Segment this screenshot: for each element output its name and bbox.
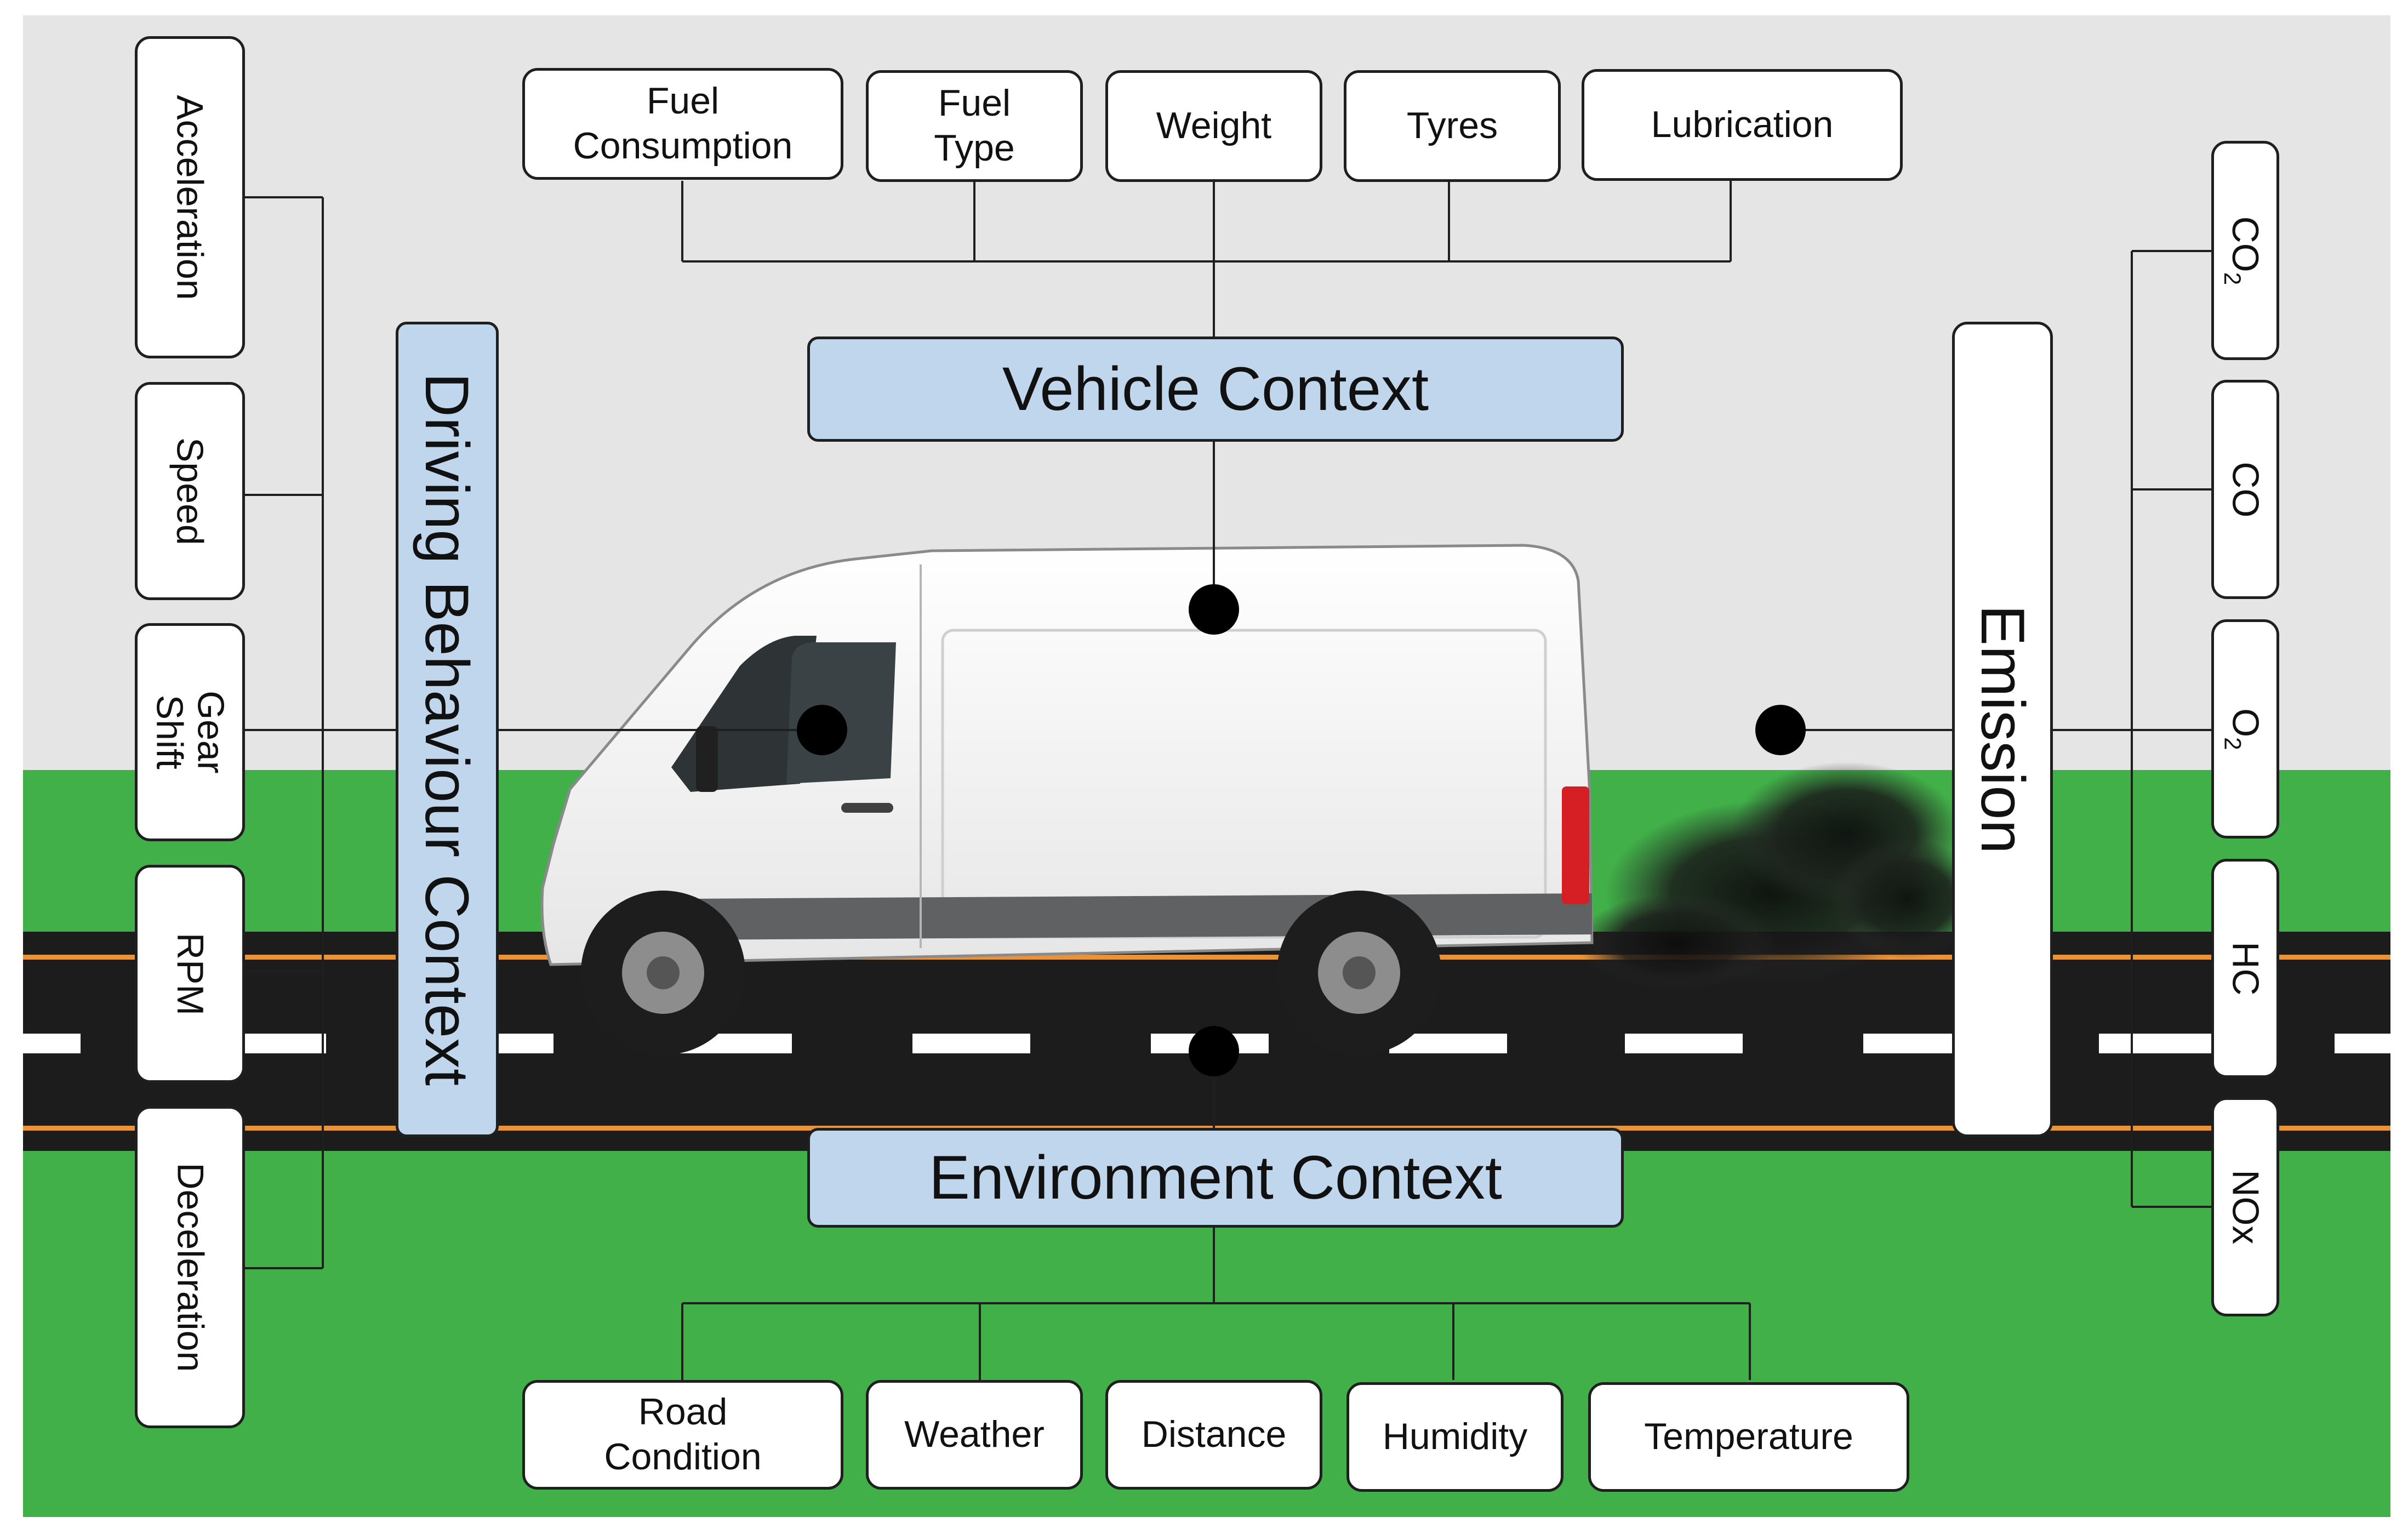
gas-co2: CO2 — [2211, 141, 2279, 360]
vehicle-context-box: Vehicle Context — [807, 337, 1624, 442]
factor-lubrication: Lubrication — [1582, 69, 1903, 181]
factor-label: Weather — [904, 1413, 1045, 1456]
gas-nox: NOx — [2211, 1097, 2279, 1316]
factor-rpm: RPM — [135, 865, 245, 1083]
gas-o2: O2 — [2211, 619, 2279, 839]
gas-label: CO — [2224, 216, 2267, 272]
gas-subscript: 2 — [2219, 272, 2246, 285]
van-front-wheel — [581, 891, 745, 1055]
exhaust-smoke — [1578, 762, 1984, 992]
road-edge-line-top — [23, 955, 2390, 960]
factor-label-line2: Consumption — [573, 125, 793, 167]
factor-label-line1: Road — [638, 1391, 728, 1433]
factor-tyres: Tyres — [1344, 70, 1561, 182]
factor-speed: Speed — [135, 382, 245, 600]
driving-connection-dot — [797, 705, 847, 755]
factor-label: Acceleration — [169, 94, 211, 300]
factor-label-line2: Type — [934, 127, 1015, 169]
gas-label: HC — [2224, 941, 2267, 996]
van-taillight — [1562, 786, 1589, 904]
factor-acceleration: Acceleration — [135, 36, 245, 358]
gas-label: CO — [2224, 461, 2267, 517]
environment-context-title: Environment Context — [929, 1143, 1502, 1212]
factor-label: Temperature — [1644, 1416, 1853, 1458]
driving-behaviour-context-title: Driving Behaviour Context — [413, 373, 482, 1086]
factor-label-line1: Fuel — [646, 80, 720, 122]
factor-label: RPM — [169, 932, 211, 1016]
factor-label-line2: Condition — [604, 1436, 762, 1478]
van-bumper-strip — [680, 893, 1592, 940]
van-cargo-panel — [941, 629, 1547, 939]
van-mirror — [696, 726, 718, 792]
emission-title: Emission — [1968, 605, 2037, 854]
factor-label: Deceleration — [169, 1162, 211, 1372]
connectors — [245, 181, 2211, 1380]
factor-label-line1: Fuel — [938, 82, 1011, 124]
factor-label-line2: Shift — [149, 694, 191, 770]
gas-label: NOx — [2224, 1169, 2267, 1244]
factor-label-line1: Gear — [190, 691, 232, 774]
factor-deceleration: Deceleration — [135, 1106, 245, 1428]
factor-label: Distance — [1141, 1413, 1287, 1456]
environment-context-box: Environment Context — [807, 1128, 1624, 1228]
factor-label: Speed — [169, 437, 211, 545]
gas-hc: HC — [2211, 859, 2279, 1078]
vehicle-connection-dot — [1189, 584, 1239, 635]
factor-temperature: Temperature — [1588, 1382, 1909, 1492]
factor-label: Weight — [1156, 105, 1272, 147]
lane-dashes — [23, 1034, 2390, 1053]
factor-label: Humidity — [1382, 1416, 1528, 1458]
factor-label: Lubrication — [1651, 104, 1834, 146]
gas-subscript: 2 — [2219, 737, 2246, 750]
environment-connection-dot — [1189, 1026, 1239, 1076]
factor-distance: Distance — [1105, 1380, 1322, 1490]
factor-weight: Weight — [1105, 70, 1322, 182]
vehicle-context-title: Vehicle Context — [1002, 354, 1429, 423]
emission-connection-dot — [1755, 705, 1806, 755]
van-rear-wheel — [1277, 891, 1441, 1055]
van-illustration — [540, 544, 1594, 1055]
factor-label: Tyres — [1406, 105, 1498, 147]
driving-behaviour-context-box: Driving Behaviour Context — [396, 322, 499, 1137]
gas-label: O — [2224, 708, 2267, 737]
van-door-handle — [841, 803, 893, 813]
factor-weather: Weather — [866, 1380, 1083, 1490]
factor-humidity: Humidity — [1346, 1382, 1564, 1492]
gas-co: CO — [2211, 380, 2279, 599]
emission-box: Emission — [1952, 322, 2053, 1137]
